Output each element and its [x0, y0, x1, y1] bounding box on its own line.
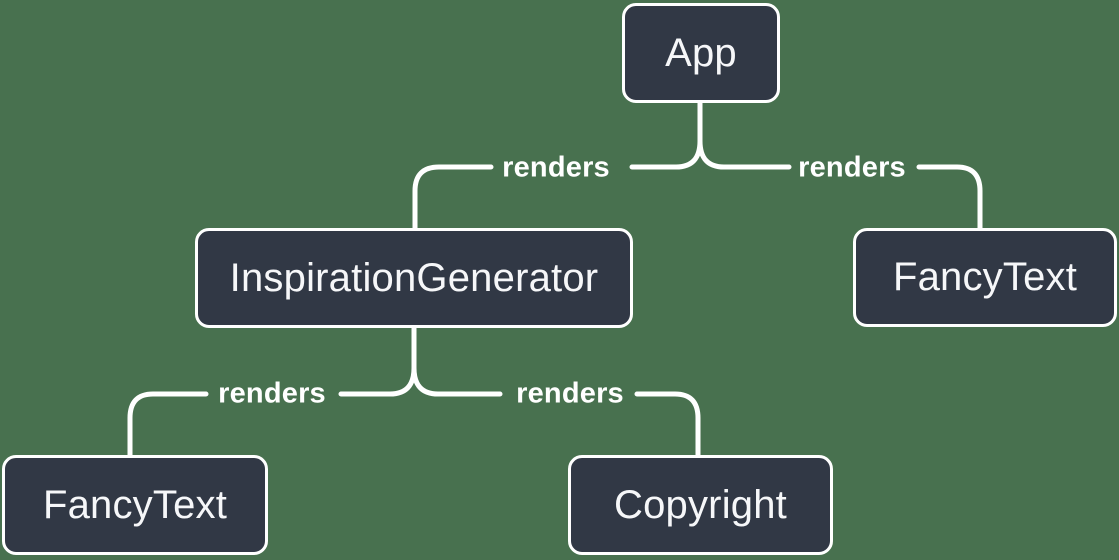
node-inspiration-generator: InspirationGenerator: [195, 228, 633, 328]
node-app: App: [622, 3, 780, 103]
edge-into-fancytext-right: [916, 164, 983, 231]
node-fancy-text-right-label: FancyText: [892, 255, 1078, 299]
node-fancy-text-right: FancyText: [853, 228, 1117, 327]
edge-ig-to-fancytext-left: [338, 325, 417, 397]
edge-label-renders-ig-copyright: renders: [516, 377, 624, 410]
node-fancy-text-left-label: FancyText: [42, 482, 228, 527]
node-copyright-label: Copyright: [614, 482, 787, 527]
edge-label-renders-ig-fancytext: renders: [218, 377, 326, 410]
edge-into-fancytext-left: [127, 391, 209, 458]
edge-label-renders-app-fancytext: renders: [798, 151, 906, 184]
node-app-label: App: [665, 30, 737, 75]
edge-into-inspirationgenerator: [412, 164, 494, 231]
node-inspiration-generator-label: InspirationGenerator: [229, 255, 599, 300]
edge-ig-to-copyright-right: [411, 325, 503, 397]
edge-into-copyright: [634, 391, 701, 458]
node-fancy-text-left: FancyText: [2, 455, 268, 555]
edge-app-to-inspirationgenerator-left: [629, 100, 703, 170]
edge-label-renders-app-ig: renders: [502, 151, 610, 184]
node-copyright: Copyright: [568, 455, 833, 555]
edge-app-to-fancytext-right: [697, 100, 792, 170]
